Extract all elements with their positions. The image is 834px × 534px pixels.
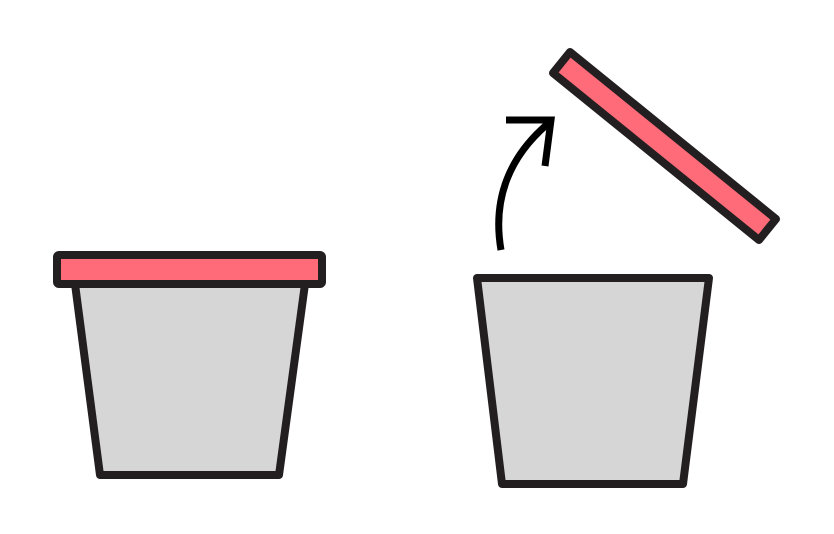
curved-arrow-icon	[495, 116, 555, 251]
closed-container-icon	[53, 251, 326, 479]
arrow-shaft	[495, 119, 553, 251]
lid-icon	[549, 48, 780, 244]
arrow-head	[506, 116, 555, 167]
closed-container-lid	[53, 251, 326, 288]
open-lid	[549, 48, 780, 244]
open-container-icon	[473, 274, 713, 488]
open-container-body	[473, 274, 713, 488]
closed-container-body	[71, 280, 309, 479]
